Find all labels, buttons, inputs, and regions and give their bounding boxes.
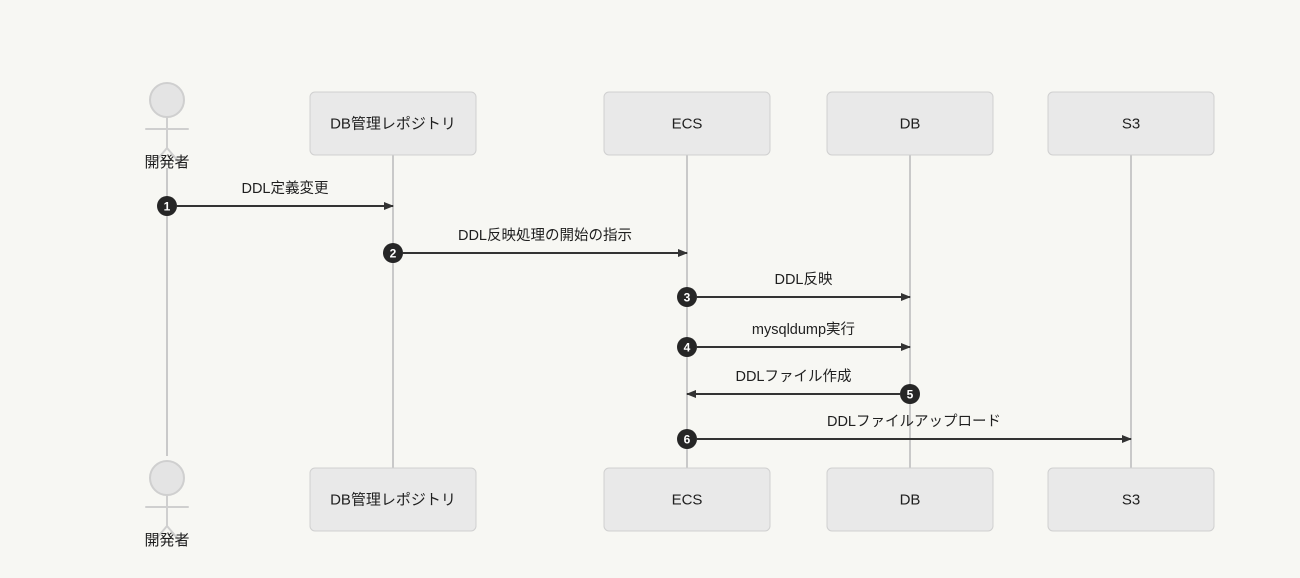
- svg-text:6: 6: [684, 433, 691, 447]
- actor-label-bottom: 開発者: [144, 532, 189, 549]
- participant-repo-top[interactable]: DB管理レポジトリ: [309, 91, 477, 156]
- message-label: DDL反映処理の開始の指示: [458, 227, 632, 244]
- participant-box: [826, 467, 994, 532]
- message-number-badge: 6: [677, 429, 697, 449]
- message-1[interactable]: DDL定義変更 1: [157, 180, 394, 216]
- actor-figure-top: 開発者: [144, 82, 190, 171]
- message-number-badge: 2: [383, 243, 403, 263]
- svg-text:3: 3: [684, 291, 691, 305]
- participant-box: [309, 91, 477, 156]
- participant-label: ECS: [672, 491, 703, 508]
- participant-ecs-top[interactable]: ECS: [603, 91, 771, 156]
- participant-box: [826, 91, 994, 156]
- participant-label: S3: [1122, 115, 1140, 132]
- svg-text:2: 2: [390, 247, 397, 261]
- message-5[interactable]: DDLファイル作成 5: [686, 368, 920, 404]
- participant-label: DB管理レポジトリ: [330, 491, 456, 508]
- message-number-badge: 1: [157, 196, 177, 216]
- message-4[interactable]: mysqldump実行 4: [677, 321, 911, 357]
- message-label: DDLファイル作成: [735, 368, 851, 385]
- message-2[interactable]: DDL反映処理の開始の指示 2: [383, 227, 688, 263]
- message-label: mysqldump実行: [752, 321, 855, 338]
- message-3[interactable]: DDL反映 3: [677, 271, 911, 307]
- svg-text:1: 1: [164, 200, 171, 214]
- participant-label: DB管理レポジトリ: [330, 115, 456, 132]
- svg-text:5: 5: [907, 388, 914, 402]
- message-number-badge: 5: [900, 384, 920, 404]
- message-number-badge: 4: [677, 337, 697, 357]
- participant-box: [603, 91, 771, 156]
- message-6[interactable]: DDLファイルアップロード 6: [677, 413, 1132, 449]
- participant-label: ECS: [672, 115, 703, 132]
- participant-db-top[interactable]: DB: [826, 91, 994, 156]
- actor-label-top: 開発者: [144, 154, 189, 171]
- svg-text:4: 4: [684, 341, 691, 355]
- participant-label: S3: [1122, 491, 1140, 508]
- message-label: DDL定義変更: [241, 180, 329, 197]
- participant-s3-bottom[interactable]: S3: [1047, 467, 1215, 532]
- participant-box: [603, 467, 771, 532]
- participant-db-bottom[interactable]: DB: [826, 467, 994, 532]
- participant-ecs-bottom[interactable]: ECS: [603, 467, 771, 532]
- actor-head-icon: [149, 460, 185, 496]
- message-label: DDL反映: [774, 271, 833, 288]
- participant-label: DB: [900, 115, 921, 132]
- actor-figure-bottom: 開発者: [144, 460, 190, 549]
- participant-s3-top[interactable]: S3: [1047, 91, 1215, 156]
- message-number-badge: 3: [677, 287, 697, 307]
- participant-box: [309, 467, 477, 532]
- participant-repo-bottom[interactable]: DB管理レポジトリ: [309, 467, 477, 532]
- actor-head-icon: [149, 82, 185, 118]
- message-label: DDLファイルアップロード: [827, 413, 1001, 430]
- participant-label: DB: [900, 491, 921, 508]
- participant-box: [1047, 467, 1215, 532]
- participant-box: [1047, 91, 1215, 156]
